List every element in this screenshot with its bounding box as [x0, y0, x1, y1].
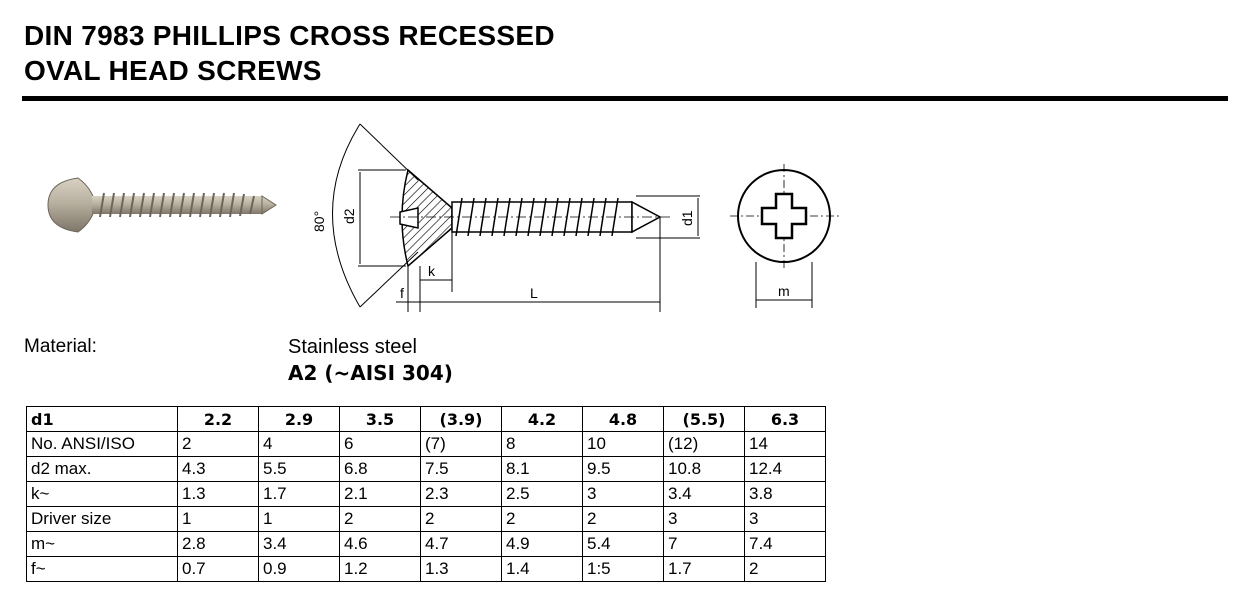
table-cell: 1.3 [177, 481, 259, 507]
table-cell: 5.4 [582, 531, 664, 557]
table-cell: 5.5 [258, 456, 340, 482]
row-label: d2 max. [26, 456, 178, 482]
table-cell: 1.4 [501, 556, 583, 582]
head-top-view: m [730, 164, 840, 308]
table-cell: 12.4 [744, 456, 826, 482]
table-cell: 4.9 [501, 531, 583, 557]
table-cell: 3.4 [663, 481, 745, 507]
table-cell: 1 [177, 506, 259, 532]
column-header: 4.2 [501, 406, 583, 432]
side-view-drawing: 80° d2 d1 k f L [311, 123, 700, 312]
table-row: k~ 1.3 1.7 2.1 2.3 2.5 3 3.4 3.8 [26, 481, 826, 507]
table-cell: 1.2 [339, 556, 421, 582]
material-label: Material: [24, 336, 97, 357]
d2-label: d2 [341, 208, 357, 224]
table-cell: 8 [501, 431, 583, 457]
table-cell: 2 [177, 431, 259, 457]
column-header: 2.2 [177, 406, 259, 432]
row-label: Driver size [26, 506, 178, 532]
L-label: L [530, 285, 538, 301]
table-cell: 10.8 [663, 456, 745, 482]
d1-label: d1 [679, 210, 695, 226]
table-cell: 3 [582, 481, 664, 507]
row-label: No. ANSI/ISO [26, 431, 178, 457]
table-cell: 0.7 [177, 556, 259, 582]
column-header: d1 [26, 406, 178, 432]
table-cell: 3.4 [258, 531, 340, 557]
table-row: No. ANSI/ISO 2 4 6 (7) 8 10 (12) 14 [26, 431, 826, 457]
column-header: (3.9) [420, 406, 502, 432]
table-cell: 7 [663, 531, 745, 557]
table-cell: 2 [744, 556, 826, 582]
table-cell: 2.3 [420, 481, 502, 507]
title-line-2: OVAL HEAD SCREWS [24, 55, 322, 86]
table-cell: 1:5 [582, 556, 664, 582]
table-cell: (7) [420, 431, 502, 457]
k-label: k [428, 263, 436, 279]
angle-label: 80° [311, 211, 327, 232]
page-title: DIN 7983 PHILLIPS CROSS RECESSED OVAL HE… [24, 18, 555, 88]
table-row: d2 max. 4.3 5.5 6.8 7.5 8.1 9.5 10.8 12.… [26, 456, 826, 482]
title-divider [22, 96, 1228, 101]
table-cell: 6 [339, 431, 421, 457]
screw-photo [47, 177, 277, 233]
table-cell: (12) [663, 431, 745, 457]
table-cell: 2 [420, 506, 502, 532]
column-header: (5.5) [663, 406, 745, 432]
table-cell: 4.6 [339, 531, 421, 557]
table-cell: 2 [501, 506, 583, 532]
table-cell: 8.1 [501, 456, 583, 482]
row-label: f~ [26, 556, 178, 582]
title-line-1: DIN 7983 PHILLIPS CROSS RECESSED [24, 20, 555, 51]
table-cell: 2.1 [339, 481, 421, 507]
table-cell: 1 [258, 506, 340, 532]
column-header: 4.8 [582, 406, 664, 432]
table-cell: 4 [258, 431, 340, 457]
table-cell: 4.3 [177, 456, 259, 482]
phillips-recess-icon [760, 192, 808, 240]
material-grade: A2 (~AISI 304) [288, 361, 453, 385]
material-value: Stainless steel [288, 336, 417, 358]
table-cell: 9.5 [582, 456, 664, 482]
table-cell: 0.9 [258, 556, 340, 582]
row-label: k~ [26, 481, 178, 507]
table-cell: 2.8 [177, 531, 259, 557]
table-cell: 7.5 [420, 456, 502, 482]
table-cell: 14 [744, 431, 826, 457]
row-label: m~ [26, 531, 178, 557]
column-header: 6.3 [744, 406, 826, 432]
table-cell: 3.8 [744, 481, 826, 507]
column-header: 3.5 [339, 406, 421, 432]
table-cell: 1.7 [663, 556, 745, 582]
table-row: m~ 2.8 3.4 4.6 4.7 4.9 5.4 7 7.4 [26, 531, 826, 557]
table-cell: 3 [663, 506, 745, 532]
table-cell: 6.8 [339, 456, 421, 482]
f-label: f [400, 285, 404, 301]
column-header: 2.9 [258, 406, 340, 432]
table-cell: 7.4 [744, 531, 826, 557]
table-cell: 2.5 [501, 481, 583, 507]
table-row: Driver size 1 1 2 2 2 2 3 3 [26, 506, 826, 532]
table-cell: 10 [582, 431, 664, 457]
table-header-row: d1 2.2 2.9 3.5 (3.9) 4.2 4.8 (5.5) 6.3 [26, 406, 826, 432]
table-cell: 1.3 [420, 556, 502, 582]
table-cell: 2 [582, 506, 664, 532]
m-label: m [778, 283, 790, 299]
table-cell: 4.7 [420, 531, 502, 557]
dimensions-table: d1 2.2 2.9 3.5 (3.9) 4.2 4.8 (5.5) 6.3 N… [26, 406, 826, 582]
table-cell: 2 [339, 506, 421, 532]
table-cell: 1.7 [258, 481, 340, 507]
table-cell: 3 [744, 506, 826, 532]
table-row: f~ 0.7 0.9 1.2 1.3 1.4 1:5 1.7 2 [26, 556, 826, 582]
